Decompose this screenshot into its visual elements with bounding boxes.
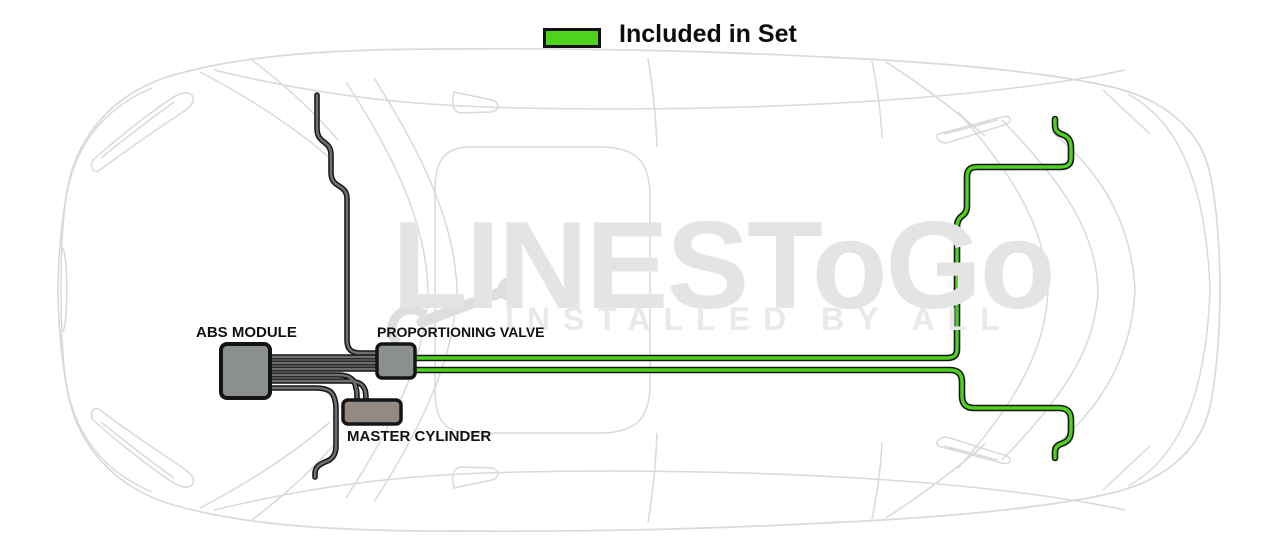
roof-panel: [434, 146, 651, 434]
master-cylinder-label: MASTER CYLINDER: [347, 428, 492, 445]
side-mirror-bottom: [452, 466, 499, 489]
headlight-left-top: [90, 92, 195, 173]
watermark-brand: LINESToGo: [392, 197, 1056, 335]
proportioning-valve-label: PROPORTIONING VALVE: [377, 324, 545, 340]
abs-module-box: [219, 342, 272, 400]
master-cylinder-box: [341, 398, 403, 426]
watermark-tagline: INSTALLED BY ALL: [505, 301, 1013, 337]
quarter-glass-bottom: [936, 436, 1011, 465]
legend-label: Included in Set: [619, 20, 797, 48]
headlight-left-bottom: [90, 407, 195, 488]
legend-swatch-included: [543, 27, 601, 48]
legend: Included in Set: [543, 20, 797, 49]
quarter-glass-top: [936, 115, 1011, 144]
abs-module-label: ABS MODULE: [196, 324, 297, 341]
side-mirror-top: [452, 91, 499, 114]
proportioning-valve-box: [375, 342, 417, 380]
wrench-icon: [387, 277, 521, 347]
